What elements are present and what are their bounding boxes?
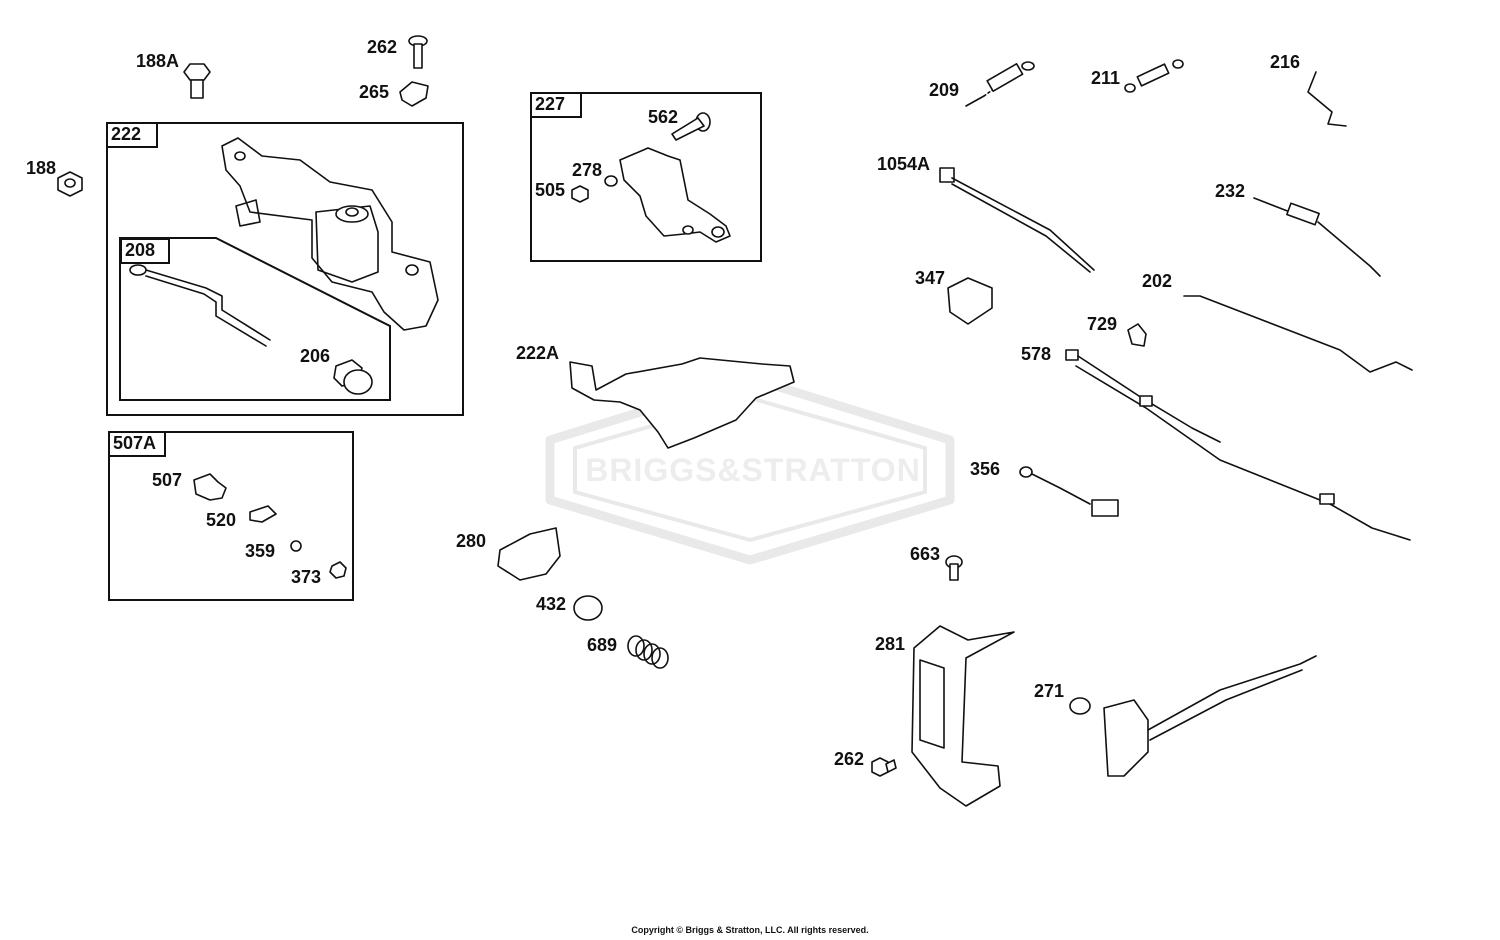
rod-216-part [1307,71,1347,127]
callout-216: 216 [1270,52,1301,72]
throttle-control-271-part [1069,655,1317,777]
spring-209-part [965,61,1035,107]
callout-356: 356 [970,459,1001,479]
callout-562: 562 [648,107,679,127]
callout-729: 729 [1087,314,1118,334]
nut-373-part [329,561,347,579]
callout-505: 505 [535,180,566,200]
callout-188a: 188A [136,51,180,71]
governor-bracket-222-part [221,137,439,331]
screw-562-part [671,112,711,141]
callout-663: 663 [910,544,941,564]
group-label-227: 227 [530,92,582,118]
washer-278-part [604,175,618,187]
rod-202-part [1183,295,1413,373]
group-box-227 [530,92,762,262]
harness-578-part [1065,349,1411,541]
spring-689-part [627,635,669,669]
cable-tie-1054a-part [939,167,1095,273]
lever-227-part [619,147,731,243]
bracket-222a-part [569,357,795,449]
watermark-logo-shape [545,373,955,565]
switch-507-part [193,473,227,501]
nut-505-part [571,185,589,203]
callout-188: 188 [26,158,57,178]
callout-262-bottom: 262 [834,749,865,769]
callout-262-top: 262 [367,37,398,57]
group-label-222: 222 [106,122,158,148]
callout-202: 202 [1142,271,1173,291]
bolt-188a-part [183,63,211,99]
callout-578: 578 [1021,344,1052,364]
callout-280: 280 [456,531,487,551]
callout-520: 520 [206,510,237,530]
bracket-520-part [249,505,277,523]
group-box-507a [108,431,354,601]
group-box-222 [106,122,464,416]
screw-663-part [945,555,963,581]
callout-281: 281 [875,634,906,654]
callout-211: 211 [1091,68,1121,88]
callout-222a: 222A [516,343,560,363]
clip-729-part [1127,323,1147,347]
callout-689: 689 [587,635,618,655]
callout-347: 347 [915,268,946,288]
callout-265: 265 [359,82,390,102]
callout-232: 232 [1215,181,1246,201]
link-rod-208-part [129,264,271,347]
callout-278: 278 [572,160,603,180]
group-label-507a: 507A [108,431,166,457]
screw-262b-part [871,757,897,777]
nut-188-part [57,171,83,197]
switch-347-part [947,277,993,325]
knob-206-part [333,359,373,395]
copyright-notice: Copyright © Briggs & Stratton, LLC. All … [631,925,869,935]
bracket-280-part [497,527,561,581]
callout-271: 271 [1034,681,1065,701]
spring-232-part [1253,197,1381,277]
callout-206: 206 [300,346,331,366]
washer-359-part [290,540,302,552]
clip-265-part [399,81,429,107]
screw-262-part [408,35,428,69]
callout-209: 209 [929,80,960,100]
group-label-208: 208 [120,238,170,264]
wire-356-part [1019,466,1119,517]
callout-359: 359 [245,541,276,561]
watermark-text: BRIGGS&STRATTON [585,452,921,488]
callout-507: 507 [152,470,183,490]
callout-1054a: 1054A [877,154,931,174]
bracket-281-part [911,625,1015,807]
spring-211-part [1124,59,1184,93]
callout-373: 373 [291,567,322,587]
ring-432-part [573,595,603,621]
callout-432: 432 [536,594,567,614]
